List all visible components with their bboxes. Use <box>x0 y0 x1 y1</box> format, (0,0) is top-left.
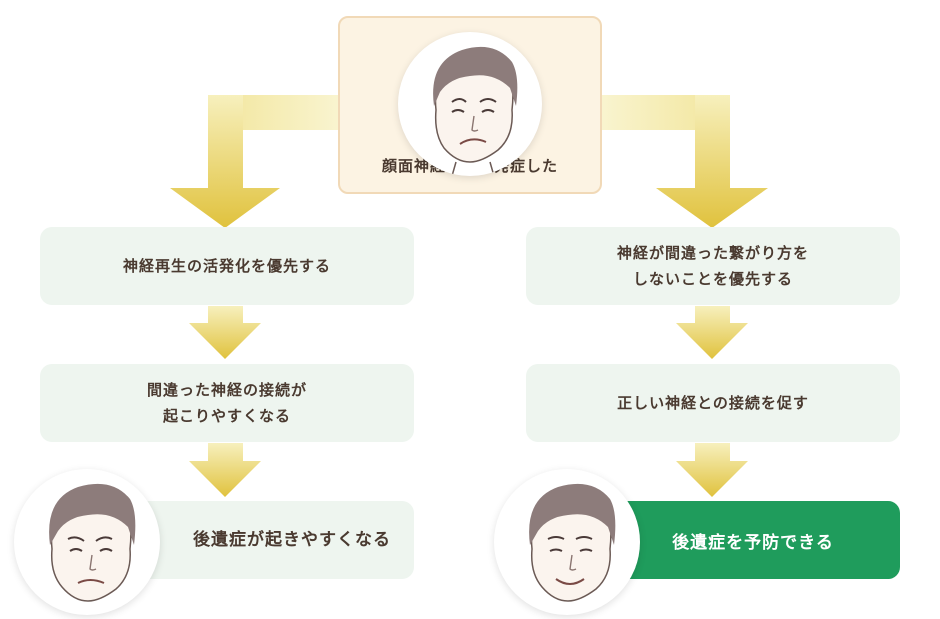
right-result-box: 後遺症を予防できる <box>616 501 900 579</box>
right-step1-line1: 神経が間違った繋がり方を <box>616 244 809 262</box>
left-step2-line2: 起こりやすくなる <box>162 407 291 425</box>
face-sad-icon <box>398 32 542 176</box>
arrow-top-left-down <box>170 95 280 228</box>
left-step1-box: 神経再生の活発化を優先する <box>40 227 414 305</box>
left-step2-line1: 間違った神経の接続が <box>146 381 307 399</box>
left-step2-box: 間違った神経の接続が 起こりやすくなる <box>40 364 414 442</box>
face-smiling-icon <box>494 469 640 615</box>
arrow-right-1 <box>676 306 748 359</box>
arrow-left-1 <box>189 306 261 359</box>
left-result-label: 後遺症が起きやすくなる <box>193 530 391 550</box>
left-result-box: 後遺症が起きやすくなる <box>130 501 414 579</box>
right-result-label: 後遺症を予防できる <box>672 532 834 553</box>
right-step1-line2: しないことを優先する <box>632 270 793 288</box>
left-step1-label: 神経再生の活発化を優先する <box>122 257 331 275</box>
right-step2-box: 正しい神経との接続を促す <box>526 364 900 442</box>
arrow-left-2 <box>189 443 261 497</box>
right-step1-box: 神経が間違った繋がり方を しないことを優先する <box>526 227 900 305</box>
face-worried-icon <box>14 469 160 615</box>
right-step2-label: 正しい神経との接続を促す <box>617 394 809 412</box>
arrow-top-right-down <box>656 95 768 228</box>
arrow-right-2 <box>676 443 748 497</box>
